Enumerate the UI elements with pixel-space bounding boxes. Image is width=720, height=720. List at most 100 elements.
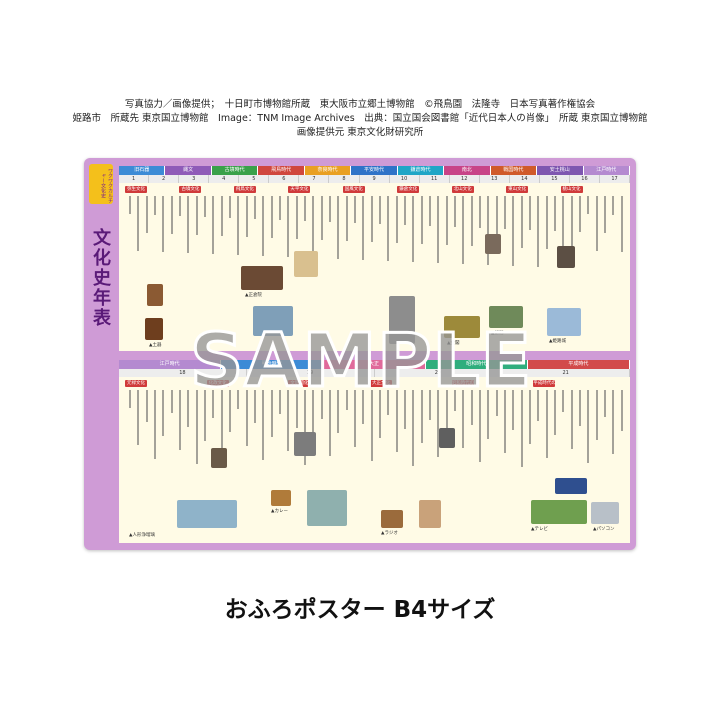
top-text-line-13 — [237, 196, 240, 255]
top-text-line-47 — [520, 196, 523, 248]
bottom-century-0: 18 — [119, 369, 247, 377]
top-text-line-38 — [445, 196, 448, 245]
bottom-text-line-7 — [187, 390, 190, 427]
top-text-line-6 — [179, 196, 181, 216]
top-text-line-50 — [545, 196, 548, 249]
portrait-photo-4 — [211, 448, 227, 468]
bottom-text-line-16 — [262, 390, 265, 460]
temple-photo — [241, 266, 283, 290]
top-text-line-19 — [287, 196, 290, 257]
portrait-photo-3 — [557, 246, 575, 268]
top-text-line-45 — [504, 196, 506, 229]
pottery-photo — [147, 284, 163, 306]
bottom-text-line-52 — [562, 390, 565, 412]
bottom-text-line-57 — [604, 390, 606, 417]
credits-line-3: 画像提供元 東京文化財研究所 — [296, 127, 424, 138]
bottom-era-4: 平成時代 — [527, 360, 630, 369]
bottom-text-line-26 — [345, 390, 348, 410]
top-text-line-32 — [395, 196, 398, 243]
top-text-line-11 — [220, 196, 223, 236]
top-text-line-53 — [570, 196, 573, 250]
bottom-text-line-31 — [387, 390, 390, 415]
top-text-line-9 — [204, 196, 206, 217]
top-century-9: 10 — [390, 175, 420, 183]
top-culture-tag-7: 東山文化 — [506, 186, 529, 193]
top-century-13: 14 — [510, 175, 540, 183]
top-text-line-21 — [304, 196, 306, 221]
bottom-text-line-54 — [579, 390, 581, 426]
top-century-10: 11 — [420, 175, 450, 183]
caption-himeji: ▲姫路城 — [549, 339, 566, 344]
bottom-era-row: 江戸時代明治時代大正昭和時代平成時代 — [119, 360, 630, 369]
golden-pavilion-photo — [444, 316, 480, 338]
top-text-line-39 — [454, 196, 456, 227]
top-text-line-8 — [195, 196, 198, 235]
bottom-text-line-18 — [279, 390, 281, 414]
top-century-8: 9 — [360, 175, 390, 183]
top-text-line-31 — [387, 196, 390, 261]
bottom-text-line-0 — [129, 390, 131, 408]
bottom-text-line-32 — [395, 390, 398, 452]
caption-kinkaku: ▲金閣 — [447, 341, 460, 346]
top-text-line-59 — [620, 196, 623, 252]
top-text-line-29 — [370, 196, 373, 242]
caption-pc: ▲パソコン — [593, 527, 615, 532]
bottom-text-line-27 — [354, 390, 356, 447]
top-text-line-30 — [379, 196, 381, 224]
top-culture-tag-2: 飛鳥文化 — [233, 186, 256, 193]
top-text-line-25 — [337, 196, 340, 259]
top-text-line-27 — [354, 196, 356, 223]
curry-photo — [271, 490, 291, 506]
top-text-line-14 — [245, 196, 248, 237]
top-text-line-2 — [145, 196, 148, 233]
poster-title: 文化史年表 — [90, 228, 111, 328]
side-tag: ワクワクカルチャー文化史 — [89, 164, 113, 204]
bottom-text-line-34 — [412, 390, 415, 466]
bottom-text-line-51 — [554, 390, 556, 435]
bottom-text-line-15 — [254, 390, 256, 423]
bottom-text-line-8 — [195, 390, 198, 464]
top-text-line-41 — [470, 196, 473, 246]
bottom-text-line-56 — [595, 390, 598, 440]
top-text-line-37 — [437, 196, 440, 263]
bottom-text-line-11 — [220, 390, 223, 455]
top-text-line-10 — [212, 196, 215, 254]
top-century-1: 2 — [149, 175, 180, 183]
sample-watermark: SAMPLE — [189, 317, 533, 406]
portrait-photo-2 — [485, 234, 501, 254]
bottom-text-line-33 — [404, 390, 406, 429]
bottom-text-line-24 — [329, 390, 331, 456]
credits-line-1: 写真協力／画像提供； 十日町市博物館所蔵 東大阪市立郷土博物館 ©飛鳥園 法隆寺… — [124, 99, 596, 110]
bottom-text-line-10 — [212, 390, 215, 418]
silver-pavilion-photo — [489, 306, 523, 328]
top-century-7: 8 — [329, 175, 360, 183]
bottom-culture-tag-5: 平成時代の文化 — [533, 380, 556, 387]
bottom-text-line-5 — [170, 390, 173, 413]
top-text-line-20 — [295, 196, 298, 239]
top-text-line-56 — [595, 196, 598, 251]
caption-curry: ▲カレー — [271, 509, 288, 514]
bottom-text-line-17 — [270, 390, 273, 437]
bottom-text-line-48 — [529, 390, 531, 444]
top-text-line-26 — [345, 196, 348, 241]
bottom-text-line-2 — [145, 390, 148, 422]
top-text-line-18 — [279, 196, 281, 220]
top-text-line-23 — [320, 196, 323, 240]
bottom-era-3: 昭和時代 — [425, 360, 528, 369]
top-text-line-7 — [187, 196, 190, 253]
bottom-text-line-1 — [137, 390, 140, 445]
top-culture-tag-6: 北山文化 — [451, 186, 474, 193]
top-text-line-1 — [137, 196, 140, 251]
painting-photo — [307, 490, 347, 526]
bottom-culture-tag-1: 化政文化 — [206, 380, 229, 387]
pagoda-photo — [253, 306, 293, 336]
top-text-line-22 — [312, 196, 315, 258]
top-culture-tag-1: 古墳文化 — [179, 186, 202, 193]
portrait-photo-5 — [294, 432, 316, 456]
radio-photo — [381, 510, 403, 528]
bottom-culture-tag-2: 文明開化 — [288, 380, 311, 387]
bottom-text-line-55 — [587, 390, 590, 463]
top-era-9: 安土桃山 — [537, 166, 584, 175]
